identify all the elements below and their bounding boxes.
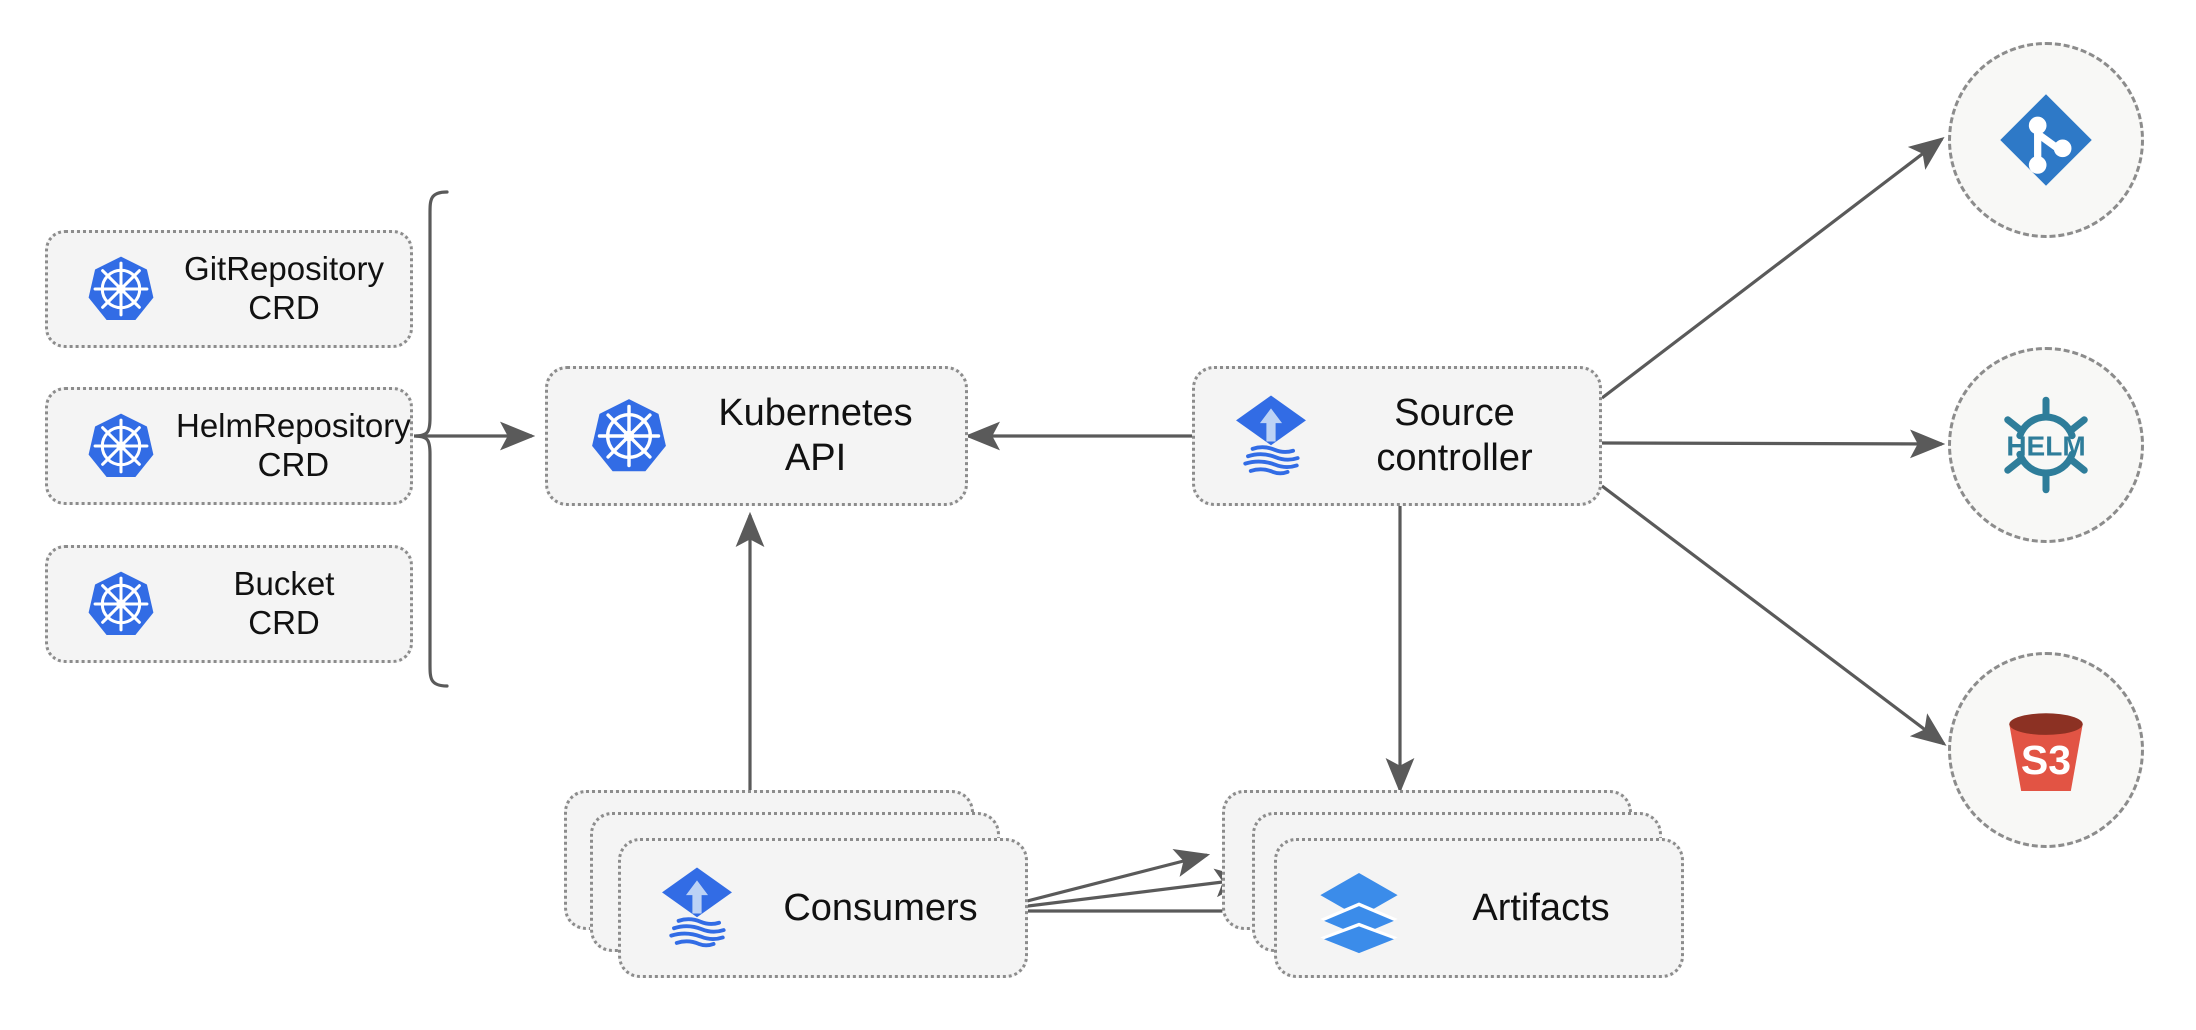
- flux-icon: [639, 862, 754, 954]
- kubernetes-icon: [574, 395, 684, 477]
- source-circle-helm[interactable]: HELM: [1948, 347, 2144, 543]
- helm-wordmark: HELM: [2006, 430, 2085, 461]
- crd-label: Bucket CRD: [233, 565, 335, 641]
- edge-source-controller-to-s3: [1601, 484, 1947, 746]
- source-controller-box[interactable]: Source controller: [1192, 366, 1602, 506]
- crd-label: GitRepository CRD: [184, 250, 384, 326]
- kubernetes-api-box[interactable]: Kubernetes API: [545, 366, 968, 506]
- source-circle-git[interactable]: [1948, 42, 2144, 238]
- consumers-box[interactable]: Consumers: [618, 838, 1028, 978]
- edge-source-controller-to-git: [1601, 137, 1945, 400]
- source-circle-s3[interactable]: S3: [1948, 652, 2144, 848]
- flux-icon: [1213, 390, 1328, 482]
- crd-box-helmrepository[interactable]: HelmRepository CRD: [45, 387, 413, 505]
- artifacts-label: Artifacts: [1472, 886, 1610, 929]
- kubernetes-icon: [66, 253, 176, 325]
- edge-source-controller-to-helm: [1601, 429, 1946, 459]
- helm-icon: HELM: [1990, 389, 2102, 501]
- kubernetes-api-label: Kubernetes API: [718, 392, 913, 479]
- source-controller-label: Source controller: [1376, 392, 1533, 479]
- git-icon: [1994, 88, 2098, 192]
- crd-box-gitrepository[interactable]: GitRepository CRD: [45, 230, 413, 348]
- artifacts-box[interactable]: Artifacts: [1274, 838, 1684, 978]
- layers-icon: [1299, 862, 1419, 954]
- consumers-label: Consumers: [783, 886, 978, 929]
- crd-label: HelmRepository CRD: [176, 407, 411, 483]
- kubernetes-icon: [66, 568, 176, 640]
- kubernetes-icon: [66, 410, 176, 482]
- s3-wordmark: S3: [2021, 737, 2071, 783]
- crd-box-bucket[interactable]: Bucket CRD: [45, 545, 413, 663]
- s3-bucket-icon: S3: [1992, 696, 2100, 804]
